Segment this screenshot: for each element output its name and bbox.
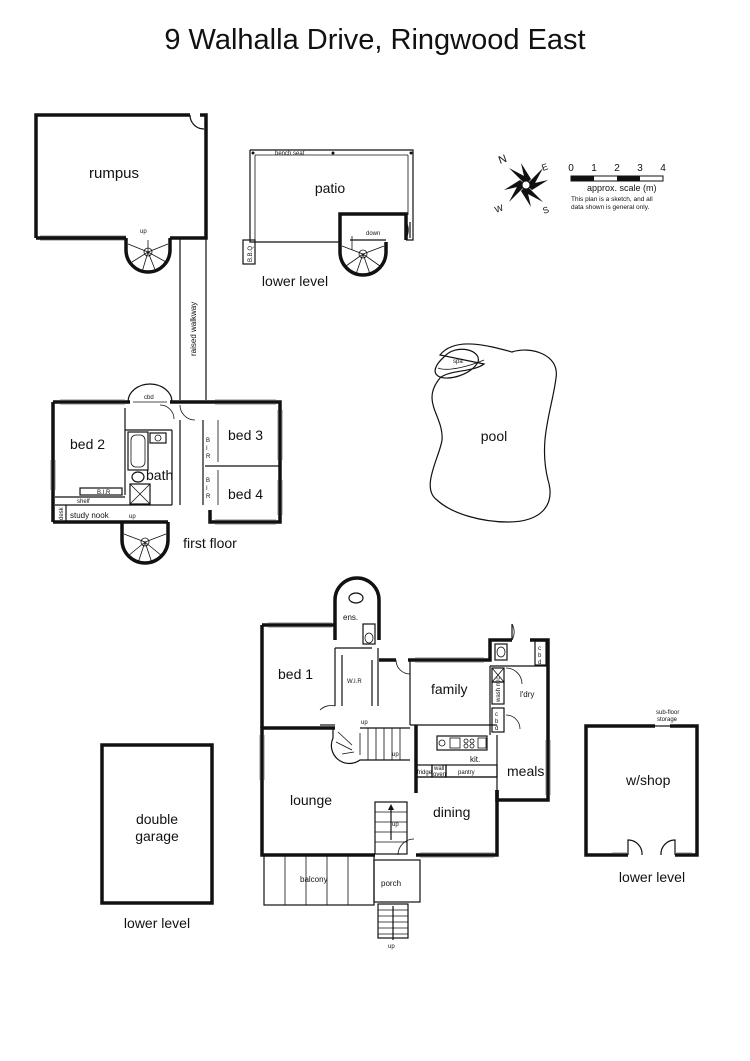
scale-tick: 2 <box>614 163 620 174</box>
scale-tick: 4 <box>660 163 666 174</box>
compass-rose-icon: N E S W <box>493 153 550 216</box>
garage-level-label: lower level <box>124 915 190 931</box>
bbq-label: B.B.Q <box>248 246 254 262</box>
compass-e: E <box>540 161 549 172</box>
bir-v: B <box>206 438 210 444</box>
stair-up-label-5: up <box>392 822 399 828</box>
first-floor-level-label: first floor <box>183 535 237 551</box>
ldry-label: l'dry <box>520 690 534 699</box>
stair-up-label-2: up <box>129 514 136 520</box>
pool-label: pool <box>481 428 507 444</box>
garage-label-2: garage <box>135 828 179 844</box>
cbd-v: c <box>495 712 498 718</box>
porch-label: porch <box>381 879 401 888</box>
stair-up-label-3: up <box>361 720 368 726</box>
bir-v: R <box>206 454 211 460</box>
raised-walkway: raised walkway <box>179 238 207 400</box>
bed3-label: bed 3 <box>228 427 263 443</box>
scale-bar: 0 1 2 3 4 approx. scale (m) This plan is… <box>568 163 666 211</box>
study-nook-label: study nook <box>70 511 110 520</box>
meals-label: meals <box>507 763 544 779</box>
pantry-label: pantry <box>458 770 475 776</box>
rumpus-label: rumpus <box>89 165 139 182</box>
cbd-v: b <box>495 719 499 725</box>
bed4-label: bed 4 <box>228 486 263 502</box>
wall-oven-label: wall <box>433 766 444 772</box>
compass-n: N <box>497 153 509 167</box>
cbd-v: d <box>495 726 498 732</box>
bir-v: B <box>206 478 210 484</box>
stair-down-label: down <box>366 231 380 237</box>
disclaimer-2: data shown is general only. <box>571 204 649 211</box>
bed2-label: bed 2 <box>70 436 105 452</box>
bir-v: I <box>206 486 208 492</box>
bed1-label: bed 1 <box>278 666 313 682</box>
rumpus-stair: up <box>124 229 172 274</box>
ground-floor-plan: ens. bed 1 W.I.R family <box>259 576 551 950</box>
workshop: sub-floor storage w/shop lower level <box>584 710 699 885</box>
subfloor-label-2: storage <box>657 717 678 723</box>
cbd-v: d <box>538 660 541 666</box>
family-label: family <box>431 681 468 697</box>
pool: spa pool <box>429 343 557 523</box>
spa-label: spa <box>453 359 463 365</box>
rumpus-room: rumpus <box>34 113 208 241</box>
wall-oven-label-2: oven <box>433 772 446 778</box>
compass-w: W <box>493 202 505 214</box>
cbd-label: cbd <box>144 395 154 401</box>
first-floor-plan: cbd bath B.I.R shelf desk study nook B <box>50 383 283 565</box>
scale-label: approx. scale (m) <box>587 183 657 193</box>
disclaimer-1: This plan is a sketch, and all <box>571 196 653 203</box>
double-garage: double garage lower level <box>100 743 214 931</box>
scale-tick: 1 <box>591 163 597 174</box>
dining-label: dining <box>433 804 470 820</box>
wash-mc-label: wash m/c <box>496 677 502 703</box>
patio-label: patio <box>315 180 346 196</box>
bir-label: B.I.R <box>97 490 111 496</box>
balcony-label: balcony <box>300 875 328 884</box>
page-title: 9 Walhalla Drive, Ringwood East <box>164 24 586 56</box>
workshop-level-label: lower level <box>619 869 685 885</box>
patio-level-label: lower level <box>262 273 328 289</box>
stair-up-label: up <box>140 229 147 235</box>
bir-v: I <box>206 446 208 452</box>
bir-v: R <box>206 494 211 500</box>
kit-label: kit. <box>470 755 480 764</box>
bench-seat-label: bench seat <box>275 151 305 157</box>
patio-area: bench seat B.B.Q patio down lower level <box>242 149 414 289</box>
compass-s: S <box>541 204 550 215</box>
ens-label: ens. <box>343 613 358 622</box>
stair-up-label-4: up <box>392 752 399 758</box>
cbd-v: b <box>538 653 542 659</box>
raised-walkway-label: raised walkway <box>189 302 198 356</box>
scale-tick: 0 <box>568 163 574 174</box>
garage-label-1: double <box>136 811 178 827</box>
wir-label: W.I.R <box>347 679 362 685</box>
lounge-label: lounge <box>290 792 332 808</box>
bath-label: bath <box>146 467 173 483</box>
scale-tick: 3 <box>637 163 643 174</box>
stair-up-label-6: up <box>388 944 395 950</box>
desk-label: desk <box>59 506 65 520</box>
subfloor-label-1: sub-floor <box>656 710 679 716</box>
wshop-label: w/shop <box>625 772 671 788</box>
shelf-label: shelf <box>77 499 90 505</box>
fridge-label: fridge <box>417 770 433 776</box>
cbd-v: c <box>538 646 541 652</box>
